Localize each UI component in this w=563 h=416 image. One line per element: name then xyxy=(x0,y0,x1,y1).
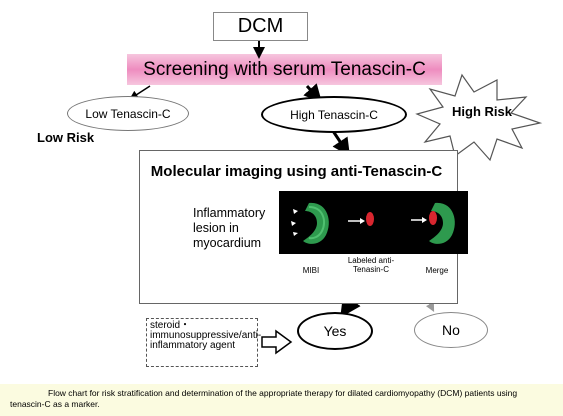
hollow-arrow xyxy=(261,329,293,355)
labeled-tenascin-label: Labeled anti-Tenasin-C xyxy=(347,256,395,274)
dcm-box: DCM xyxy=(213,12,308,41)
low-risk-label: Low Risk xyxy=(37,130,95,145)
mibi-image xyxy=(279,191,342,254)
merge-image xyxy=(405,191,468,254)
no-ellipse: No xyxy=(414,312,488,348)
arrowhead-marker xyxy=(293,232,298,236)
high-tenascin-ellipse: High Tenascin-C xyxy=(261,96,407,133)
low-tenascin-label: Low Tenascin-C xyxy=(85,106,171,121)
mibi-svg xyxy=(291,202,329,244)
figure-caption: Flow chart for risk stratification and d… xyxy=(0,384,563,416)
arrow-to-high xyxy=(303,83,323,103)
lesion-text: Inflammatory lesion in myocardium xyxy=(193,206,266,250)
merge-label: Merge xyxy=(425,266,449,275)
arrow-high-to-imaging xyxy=(331,130,350,157)
dcm-label: DCM xyxy=(237,15,284,37)
yes-label: Yes xyxy=(323,323,347,339)
high-risk-starburst xyxy=(415,73,543,162)
arrowhead-marker xyxy=(291,221,296,226)
labeled-tenascin-image xyxy=(342,191,405,254)
high-tenascin-label: High Tenascin-C xyxy=(290,107,378,122)
mibi-label: MIBI xyxy=(302,266,320,275)
arrow-marker xyxy=(360,218,365,224)
low-tenascin-ellipse: Low Tenascin-C xyxy=(67,96,189,131)
yes-ellipse: Yes xyxy=(297,312,373,350)
labeled-tenascin-svg xyxy=(348,212,374,226)
therapy-label: steroid・immunosuppressive/anti-inflammat… xyxy=(150,320,262,351)
therapy-box: steroid・immunosuppressive/anti-inflammat… xyxy=(146,318,262,367)
caption-text: Flow chart for risk stratification and d… xyxy=(10,388,518,409)
arrowhead-marker xyxy=(293,209,298,214)
high-risk-label: High Risk xyxy=(452,104,512,119)
screening-band-bg xyxy=(127,54,442,85)
no-label: No xyxy=(442,322,460,338)
screening-label: Screening with serum Tenascin-C xyxy=(143,58,426,80)
imaging-header: Molecular imaging using anti-Tenascin-C xyxy=(148,159,445,183)
screening-band: Screening with serum Tenascin-C xyxy=(127,54,442,85)
merge-svg xyxy=(411,202,455,244)
imaging-title: Molecular imaging using anti-Tenascin-C xyxy=(150,162,443,180)
arrow-marker xyxy=(422,217,427,223)
